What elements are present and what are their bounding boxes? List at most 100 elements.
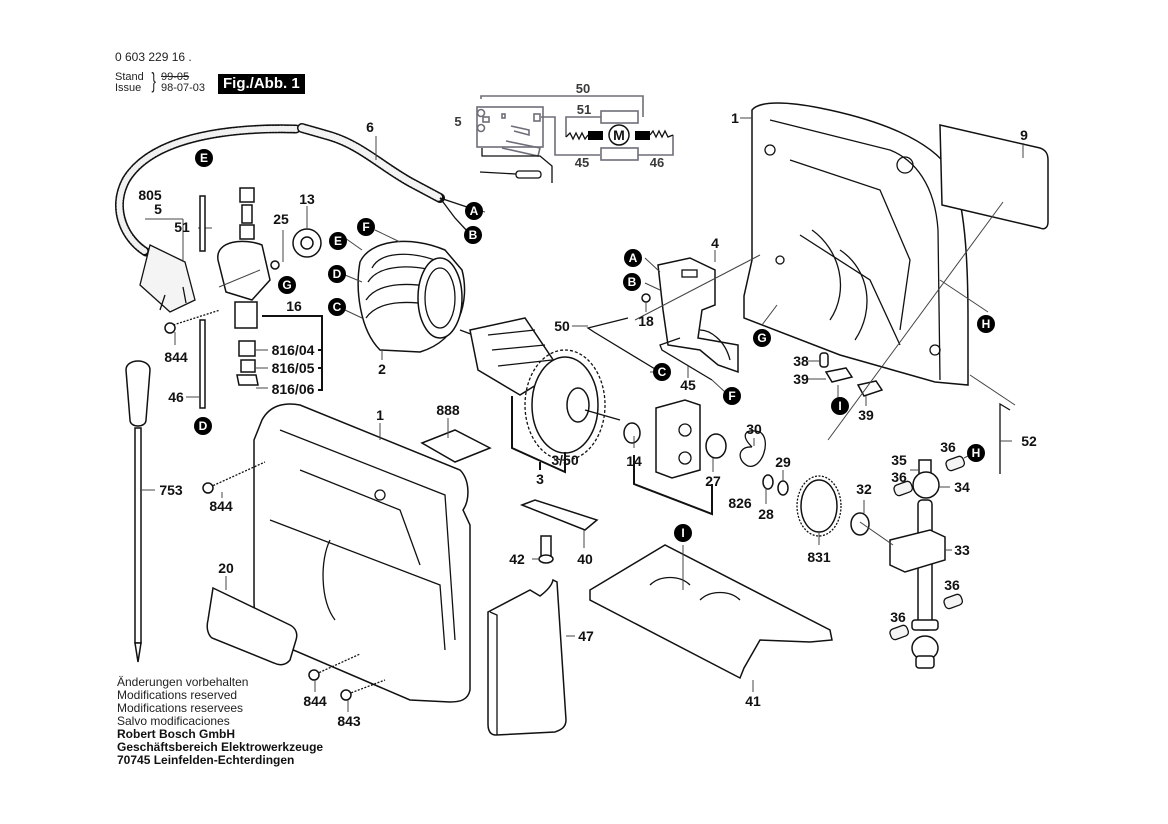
ref-marker-D2-text: D xyxy=(199,419,208,433)
washer-29 xyxy=(777,480,789,496)
spring-washer-28 xyxy=(762,474,774,490)
ref-marker-D2: D xyxy=(194,417,212,435)
note-fr: Modifications reservees xyxy=(117,701,244,715)
label-826: 826 xyxy=(728,495,752,511)
ref-marker-E1: E xyxy=(195,149,213,167)
label-888-text: 888 xyxy=(436,402,460,418)
pin-36-a xyxy=(945,455,966,472)
stand-issue-labels: Stand Issue xyxy=(115,72,144,94)
bearing-block-hole-2 xyxy=(678,451,692,465)
screw-844-b xyxy=(209,461,266,488)
ref-marker-E2: E xyxy=(329,232,347,250)
ref-marker-B2-text: B xyxy=(628,275,637,289)
switch-terminal xyxy=(533,113,541,122)
label-34: 34 xyxy=(954,479,970,495)
company-city: 70745 Leinfelden-Echterdingen xyxy=(117,753,295,767)
leader-B2 xyxy=(644,282,661,291)
label-844-c: 844 xyxy=(303,693,327,709)
cord-fill xyxy=(116,125,299,255)
company-address: Robert Bosch GmbH Geschäftsbereich Elekt… xyxy=(117,728,323,767)
switch-trigger xyxy=(699,329,731,361)
ref-marker-C1-text: C xyxy=(333,300,342,314)
housing-boss-4 xyxy=(929,344,941,356)
label-816-04: 816/04 xyxy=(272,342,315,358)
leader-A2 xyxy=(644,257,661,273)
stator-bore xyxy=(424,267,456,329)
modification-notes: Änderungen vorbehalten Modifications res… xyxy=(117,676,248,728)
label-816-06: 816/06 xyxy=(272,381,315,397)
ref-marker-E2-text: E xyxy=(334,234,342,248)
armature-fan-teeth xyxy=(524,349,606,461)
leader-H2 xyxy=(963,455,969,459)
gear-teeth xyxy=(796,475,842,537)
motor-symbol xyxy=(608,124,630,146)
note-de: Änderungen vorbehalten xyxy=(117,675,249,689)
switch-vent xyxy=(681,269,698,278)
ref-marker-E1-text: E xyxy=(200,151,208,165)
cord-wire-a xyxy=(439,197,471,209)
ref-marker-C2: C xyxy=(653,363,671,381)
brace-icon: } xyxy=(151,68,156,93)
label-9: 9 xyxy=(1020,127,1028,143)
issue-label: Issue xyxy=(115,82,142,94)
label-50: 50 xyxy=(554,318,570,334)
housing-rib-1 xyxy=(789,159,911,331)
label-36-d: 36 xyxy=(890,609,906,625)
leader-F2 xyxy=(711,379,726,393)
housing-rib-3 xyxy=(811,229,842,321)
bracket-3 xyxy=(511,396,566,474)
label-39-b: 39 xyxy=(858,407,874,423)
part-labels: 805 5 51 25 13 6 16 816/04 816/05 816/06… xyxy=(138,110,1037,729)
base-plate-group xyxy=(519,499,833,680)
company-name: Robert Bosch GmbH xyxy=(117,727,236,741)
label-844-a: 844 xyxy=(164,349,188,365)
leader-H1 xyxy=(939,279,989,313)
label-18: 18 xyxy=(638,313,654,329)
field-coil-51 xyxy=(600,110,639,124)
gear-831 xyxy=(800,479,838,533)
ref-marker-H2: H xyxy=(967,444,985,462)
washer-25 xyxy=(270,260,280,270)
resistor-right xyxy=(649,129,674,139)
leader-4-link xyxy=(634,254,761,321)
base-plate-41 xyxy=(589,544,833,680)
wire-46 xyxy=(638,135,674,156)
armature-hub xyxy=(566,387,590,423)
label-27: 27 xyxy=(705,473,721,489)
ref-marker-G1: G xyxy=(278,276,296,294)
bracket-16 xyxy=(262,315,323,391)
housing-half-right xyxy=(743,102,969,386)
label-36-b: 36 xyxy=(891,469,907,485)
plate-40 xyxy=(519,499,599,531)
spring-816-05 xyxy=(240,359,256,373)
label-14: 14 xyxy=(626,453,642,469)
circuit-label-5: 5 xyxy=(454,114,461,129)
screw-844-c xyxy=(315,653,361,675)
label-42: 42 xyxy=(509,551,525,567)
terminal-bottom xyxy=(476,123,486,133)
leader-32-link xyxy=(859,521,894,546)
housing-left-rim xyxy=(279,429,456,641)
cap-20 xyxy=(206,586,298,666)
cap-816-06 xyxy=(236,374,259,386)
power-cord xyxy=(114,123,471,313)
label-33: 33 xyxy=(954,542,970,558)
label-36-c: 36 xyxy=(944,577,960,593)
brush-left xyxy=(588,131,603,140)
stator-winding-1 xyxy=(371,253,441,269)
ref-marker-G2: G xyxy=(753,329,771,347)
leader-D1 xyxy=(344,274,363,283)
circlip-30 xyxy=(739,430,766,467)
ref-marker-C1: C xyxy=(328,298,346,316)
suppressor-wire xyxy=(479,171,517,175)
leader-G2 xyxy=(761,304,778,326)
label-13: 13 xyxy=(299,191,315,207)
base-plate-rib-2 xyxy=(699,591,741,601)
circuit-label-50: 50 xyxy=(576,81,590,96)
label-45: 45 xyxy=(680,377,696,393)
ref-marker-H1: H xyxy=(977,315,995,333)
brush-holder xyxy=(217,240,271,301)
reference-markers: A B E F E D C G D A B C F G H I H I xyxy=(194,149,995,542)
wire-45 xyxy=(541,116,600,156)
